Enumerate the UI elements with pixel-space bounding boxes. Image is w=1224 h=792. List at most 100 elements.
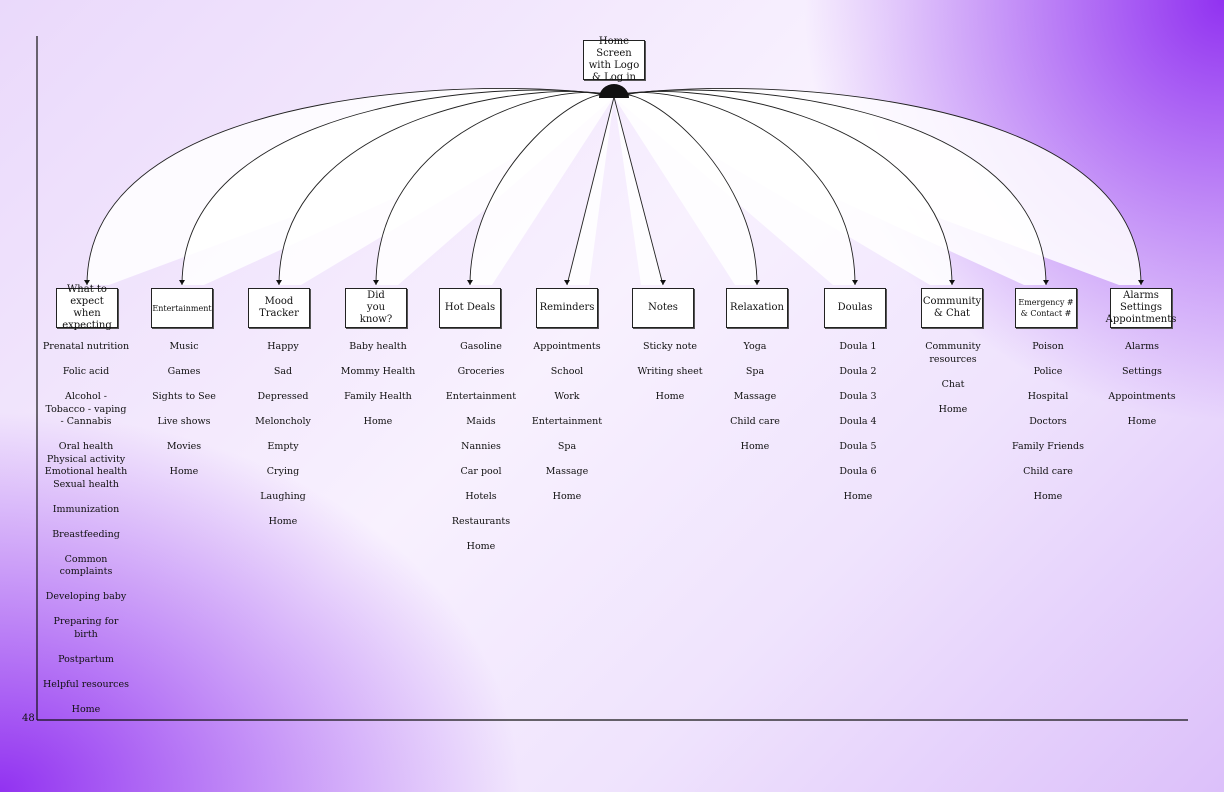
arrowhead-7	[754, 280, 760, 285]
connector-arc-6	[613, 96, 664, 286]
list-item: Yoga	[743, 341, 767, 352]
category-box-4: Hot Deals	[439, 288, 501, 328]
list-item: Home	[1033, 491, 1063, 502]
arrowhead-0	[84, 280, 90, 285]
list-item: Meloncholy	[255, 416, 311, 427]
list-item: Doula 2	[839, 366, 877, 377]
connector-arc-2	[278, 91, 615, 286]
list-item: Community resources	[925, 341, 981, 365]
arrowhead-11	[1138, 280, 1144, 285]
list-item: Appointments	[1108, 391, 1176, 402]
list-item: Home	[1127, 416, 1157, 427]
list-item: Family Health	[344, 391, 412, 402]
arrowhead-8	[852, 280, 858, 285]
category-box-5: Reminders	[536, 288, 598, 328]
list-item: Massage	[545, 466, 589, 477]
list-item: Entertainment	[531, 416, 603, 427]
list-item: Home	[843, 491, 873, 502]
list-item: Developing baby	[45, 591, 127, 602]
list-item: Movies	[166, 441, 202, 452]
arrowhead-6	[660, 280, 666, 285]
arrowhead-9	[949, 280, 955, 285]
arrowhead-10	[1043, 280, 1049, 285]
list-item: Doula 1	[839, 341, 877, 352]
list-item: Poison	[1032, 341, 1064, 352]
category-box-11: Alarms Settings Appointments	[1106, 288, 1176, 328]
category-box-2: Mood Tracker	[248, 288, 310, 328]
list-item: Mommy Health	[340, 366, 416, 377]
list-item: Music	[169, 341, 199, 352]
list-item: Hospital	[1027, 391, 1069, 402]
fan-10	[614, 90, 1046, 285]
root-home-screen-box: Home Screen with Logo & Log in	[583, 36, 645, 83]
list-item: Writing sheet	[637, 366, 703, 377]
list-item: Alcohol - Tobacco - vaping - Cannabis	[45, 391, 127, 427]
list-item: Nannies	[461, 441, 501, 452]
list-item: Chat	[941, 378, 965, 390]
list-item: Sad	[273, 366, 293, 377]
list-item: Immunization	[52, 503, 120, 515]
category-box-8: Doulas	[824, 288, 886, 328]
list-item: Laughing	[260, 491, 306, 502]
arrowhead-3	[373, 280, 379, 285]
page-number: 48	[22, 713, 35, 724]
list-item: Home	[268, 516, 298, 527]
category-box-0: What to expect when expecting	[56, 284, 118, 331]
list-item: Child care	[1023, 466, 1073, 477]
list-item: Prenatal nutrition	[42, 341, 130, 352]
arrowhead-5	[564, 280, 570, 285]
list-item: Restaurants	[451, 516, 511, 527]
list-item: Alarms	[1125, 341, 1159, 352]
list-item: Doula 5	[839, 441, 877, 452]
connector-arc-5	[566, 96, 615, 286]
list-item: Home	[938, 403, 968, 415]
list-item: Home	[71, 703, 101, 715]
list-item: Home	[552, 491, 582, 502]
arrowhead-2	[276, 280, 282, 285]
list-item: Gasoline	[460, 341, 502, 352]
list-item: Crying	[266, 466, 300, 477]
list-item: Hotels	[465, 491, 497, 502]
list-item: Spa	[557, 441, 577, 452]
list-item: Baby health	[349, 341, 407, 352]
fan-8	[614, 92, 855, 285]
list-item: Doula 3	[839, 391, 877, 402]
list-item: Common complaints	[59, 553, 113, 578]
fan-4	[470, 94, 614, 285]
list-item: Family Friends	[1012, 441, 1084, 452]
list-item: Breastfeeding	[52, 528, 120, 540]
fan-11	[614, 88, 1141, 286]
fan-9	[614, 91, 952, 285]
hub-semicircle	[599, 84, 629, 98]
list-item: Games	[167, 366, 201, 377]
category-box-3: Did you know?	[345, 288, 407, 328]
list-item: Live shows	[157, 416, 211, 427]
list-item: Happy	[267, 341, 299, 352]
arrowhead-4	[467, 280, 473, 285]
list-item: Spa	[745, 366, 765, 377]
arrowhead-1	[179, 280, 185, 285]
list-item: Home	[363, 416, 393, 427]
category-box-9: Community & Chat	[921, 288, 983, 328]
list-item: Doula 6	[839, 466, 877, 477]
list-item: Work	[554, 391, 580, 402]
connector-arc-3	[375, 91, 615, 286]
list-item: Entertainment	[445, 391, 517, 402]
list-item: Car pool	[460, 466, 502, 477]
connector-arc-11	[613, 87, 1142, 286]
list-item: Sights to See	[152, 391, 216, 402]
list-item: Maids	[466, 416, 496, 427]
fan-7	[614, 94, 757, 285]
